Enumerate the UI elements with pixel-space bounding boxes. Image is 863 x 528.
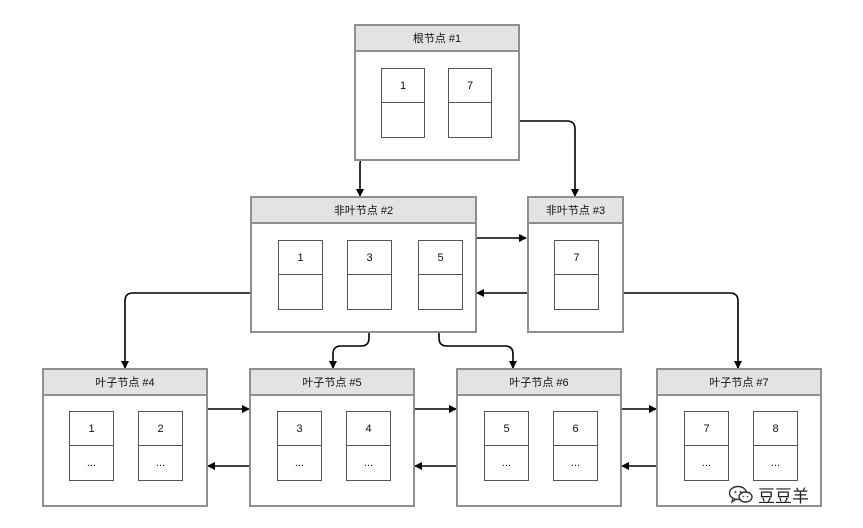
root-pointer <box>449 103 491 137</box>
leaf5-entry-cell: 3 ... <box>277 411 322 481</box>
leaf4-value: ... <box>86 457 97 469</box>
leaf5-key: 4 <box>347 412 390 446</box>
leaf5-key: 3 <box>278 412 321 446</box>
internal3-key: 7 <box>555 241 598 275</box>
leaf7-key: 8 <box>754 412 797 446</box>
leaf7-entry-cell: 7 ... <box>684 411 729 481</box>
leaf4-key: 1 <box>70 412 113 446</box>
internal3-key-cell: 7 <box>554 240 599 310</box>
leaf-node-4: 叶子节点 #4 1 ... 2 ... <box>42 368 208 507</box>
arrow-int2-to-leaf5 <box>329 293 370 369</box>
leaf5-value: ... <box>294 457 305 469</box>
leaf6-entry-cell: 5 ... <box>484 411 529 481</box>
leaf6-key: 6 <box>554 412 597 446</box>
internal2-key: 3 <box>348 241 391 275</box>
leaf4-key: 2 <box>139 412 182 446</box>
leaf-node-6: 叶子节点 #6 5 ... 6 ... <box>456 368 622 507</box>
internal2-pointer <box>348 275 391 309</box>
leaf-node-5: 叶子节点 #5 3 ... 4 ... <box>249 368 415 507</box>
leaf-node-6-title: 叶子节点 #6 <box>458 370 620 396</box>
internal-node-2-title: 非叶节点 #2 <box>252 198 475 224</box>
leaf7-value: ... <box>701 457 712 469</box>
internal2-key: 5 <box>419 241 462 275</box>
root-node: 根节点 #1 1 7 <box>354 24 520 161</box>
internal2-key-cell: 5 <box>418 240 463 310</box>
leaf6-entry-cell: 6 ... <box>553 411 598 481</box>
leaf6-value: ... <box>501 457 512 469</box>
leaf-node-4-title: 叶子节点 #4 <box>44 370 206 396</box>
arrow-int2-to-leaf4 <box>121 292 299 369</box>
leaf-node-7-title: 叶子节点 #7 <box>658 370 820 396</box>
leaf5-value: ... <box>363 457 374 469</box>
wechat-icon <box>728 485 753 504</box>
root-key: 7 <box>449 69 491 103</box>
leaf5-entry-cell: 4 ... <box>346 411 391 481</box>
internal-node-3-title: 非叶节点 #3 <box>529 198 622 224</box>
leaf6-key: 5 <box>485 412 528 446</box>
internal3-pointer <box>555 275 598 309</box>
internal-node-3: 非叶节点 #3 7 <box>527 196 624 333</box>
leaf7-key: 7 <box>685 412 728 446</box>
internal-node-2: 非叶节点 #2 1 3 5 <box>250 196 477 333</box>
leaf4-value: ... <box>155 457 166 469</box>
root-key-cell: 7 <box>448 68 492 138</box>
leaf4-entry-cell: 1 ... <box>69 411 114 481</box>
leaf4-entry-cell: 2 ... <box>138 411 183 481</box>
internal2-pointer <box>279 275 322 309</box>
leaf7-entry-cell: 8 ... <box>753 411 798 481</box>
internal2-key: 1 <box>279 241 322 275</box>
arrow-root-to-internal3 <box>470 120 579 197</box>
leaf7-value: ... <box>770 457 781 469</box>
internal2-key-cell: 1 <box>278 240 323 310</box>
watermark: 豆豆羊 <box>728 482 809 507</box>
root-key-cell: 1 <box>381 68 425 138</box>
arrow-int3-to-leaf7 <box>575 292 742 369</box>
leaf-node-7: 叶子节点 #7 7 ... 8 ... <box>656 368 822 507</box>
internal2-pointer <box>419 275 462 309</box>
leaf6-value: ... <box>570 457 581 469</box>
root-key: 1 <box>382 69 424 103</box>
watermark-text: 豆豆羊 <box>758 487 809 507</box>
root-pointer <box>382 103 424 137</box>
leaf-node-5-title: 叶子节点 #5 <box>251 370 413 396</box>
root-node-title: 根节点 #1 <box>356 26 518 52</box>
arrow-int2-to-leaf6 <box>438 293 517 369</box>
internal2-key-cell: 3 <box>347 240 392 310</box>
